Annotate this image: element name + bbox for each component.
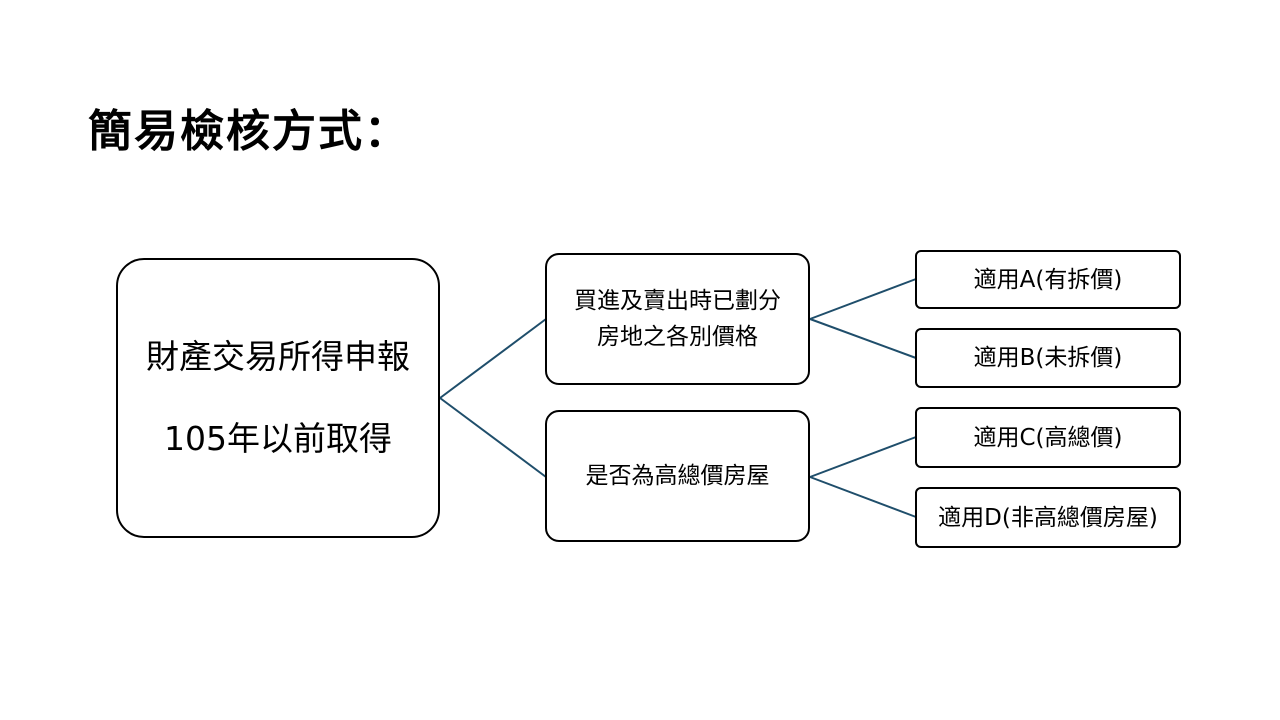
- connector-branch-1-to-leaf-a: [809, 278, 917, 320]
- branch-node-price-split: 買進及賣出時已劃分 房地之各別價格: [545, 253, 810, 385]
- leaf-node-d-label: 適用D(非高總價房屋): [938, 504, 1158, 531]
- connector-branch-2-to-leaf-d: [809, 476, 917, 518]
- root-node-line-1: 財產交易所得申報: [146, 337, 410, 376]
- leaf-node-b: 適用B(未拆價): [915, 328, 1181, 388]
- leaf-node-b-label: 適用B(未拆價): [973, 345, 1123, 371]
- leaf-node-d: 適用D(非高總價房屋): [915, 487, 1181, 548]
- branch-node-1-line-1: 買進及賣出時已劃分: [574, 288, 781, 314]
- leaf-node-c-label: 適用C(高總價): [973, 424, 1123, 451]
- branch-node-1-line-2: 房地之各別價格: [597, 324, 758, 350]
- connector-branch-2-to-leaf-c: [809, 436, 917, 478]
- connector-branch-1-to-leaf-b: [809, 318, 917, 359]
- leaf-node-c: 適用C(高總價): [915, 407, 1181, 468]
- connector-root-to-branch-2: [439, 397, 547, 478]
- slide-title: 簡易檢核方式：: [88, 106, 410, 157]
- root-node-line-2: 105年以前取得: [164, 419, 392, 458]
- root-node: 財產交易所得申報 105年以前取得: [116, 258, 440, 538]
- branch-node-2-line-1: 是否為高總價房屋: [585, 463, 770, 489]
- connector-root-to-branch-1: [439, 318, 547, 399]
- branch-node-high-price: 是否為高總價房屋: [545, 410, 810, 542]
- leaf-node-a: 適用A(有拆價): [915, 250, 1181, 309]
- leaf-node-a-label: 適用A(有拆價): [973, 266, 1123, 293]
